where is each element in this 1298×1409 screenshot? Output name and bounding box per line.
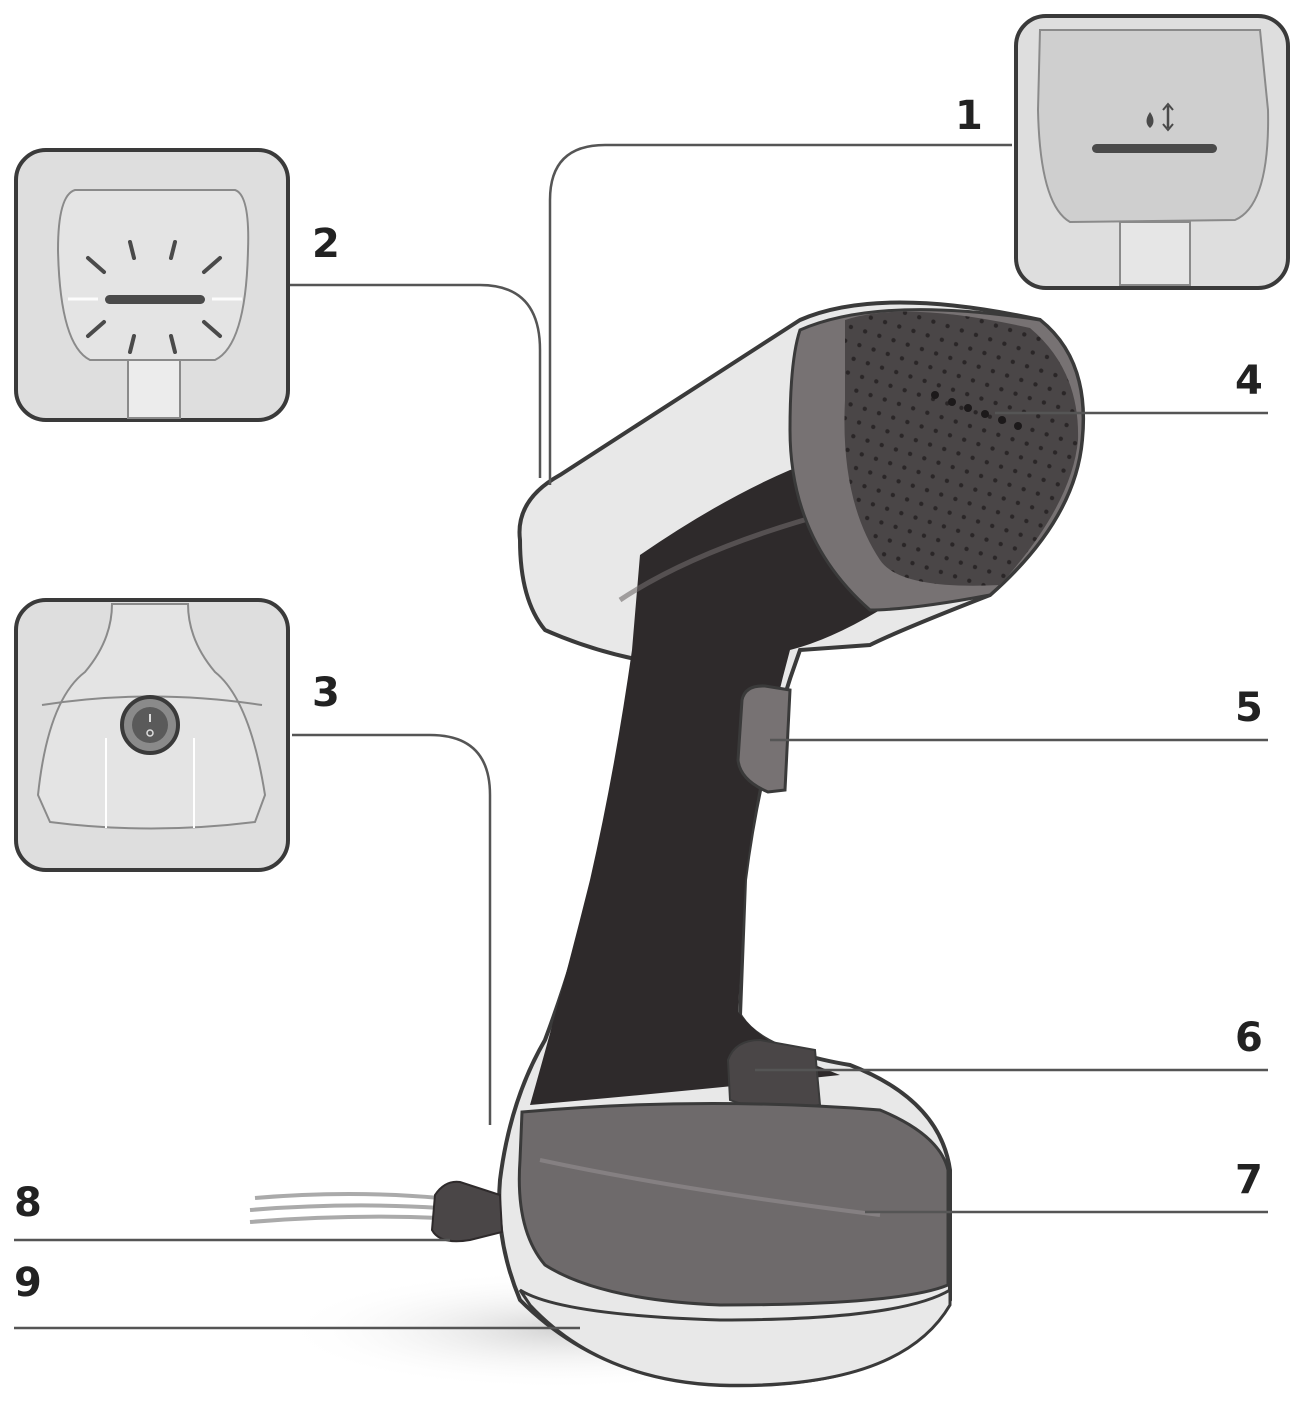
steam-holes-highlight [931,391,1022,430]
inset-3-power-button [14,598,290,872]
callout-3: 3 [312,670,340,716]
steam-trigger [736,684,792,794]
leader-2 [290,283,542,478]
callout-9: 9 [14,1260,42,1306]
callout-8: 8 [14,1180,42,1226]
callout-6: 6 [1235,1015,1263,1061]
inset-1-steam-control [1014,14,1290,290]
callout-4: 4 [1235,358,1263,404]
power-cord [249,1180,504,1243]
callout-2: 2 [312,221,340,267]
leader-1 [548,143,1012,485]
callout-5: 5 [1235,685,1263,731]
steamer-grip [530,466,914,1105]
glow-rays-icon [86,240,222,354]
callout-1: 1 [955,93,983,139]
base [518,1287,952,1387]
leader-3 [292,733,492,1125]
tank-release [726,1038,822,1109]
water-tank [517,1101,950,1307]
steamer-body [497,300,1086,1388]
steam-level-icon [1146,102,1174,132]
leader-lines [14,143,1268,1330]
callout-7: 7 [1235,1157,1263,1203]
inset-2-steam-indicator [14,148,290,422]
